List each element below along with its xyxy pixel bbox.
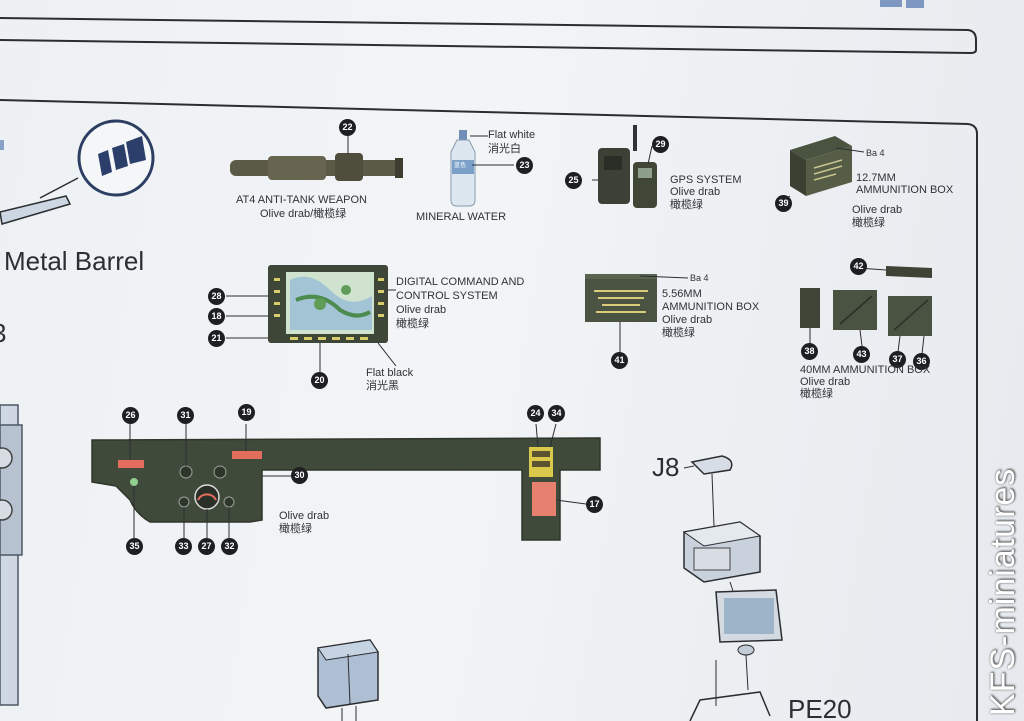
barrel-detail (0, 119, 155, 225)
part-number-27: 27 (198, 538, 215, 555)
part-number-41: 41 (611, 352, 628, 369)
ammo556-paint: Olive drab (662, 314, 713, 326)
dccs-label2: CONTROL SYSTEM (396, 290, 498, 302)
part-number-22: 22 (339, 119, 356, 136)
water-paint: Flat white (488, 129, 536, 141)
part-number-34: 34 (548, 405, 565, 422)
left-edge-parts (0, 140, 23, 706)
part-number-19: 19 (238, 404, 255, 421)
at4-weapon-drawing (230, 136, 403, 181)
part-number-35: 35 (126, 538, 143, 555)
ammo-box-127-drawing (783, 136, 865, 201)
part-number-24: 24 (527, 405, 544, 422)
top-frame (0, 0, 977, 55)
dccs-paint2-cn: 消光黑 (366, 380, 399, 392)
part-number-42: 42 (850, 258, 867, 275)
ammo127-paint-cn: 橄榄绿 (852, 217, 885, 229)
dccs-paint2: Flat black (366, 367, 414, 379)
part-number-25: 25 (565, 172, 582, 189)
part-number-18: 18 (208, 308, 225, 325)
dccs-screen-drawing (226, 265, 397, 372)
main-frame (0, 99, 978, 721)
part-number-29: 29 (652, 136, 669, 153)
pe20-label: PE20 (788, 694, 852, 721)
dashboard-paint-cn: 橄榄绿 (279, 523, 312, 535)
part-number-39: 39 (775, 195, 792, 212)
dashboard-drawing (91, 423, 601, 541)
gps-paint: Olive drab (670, 186, 721, 198)
bottom-box-drawing (317, 639, 379, 721)
at4-paint: Olive drab/橄榄绿 (260, 208, 347, 220)
part-number-37: 37 (889, 351, 906, 368)
ammo40-label: 40MM AMMUNITION BOX (800, 364, 931, 376)
ammo556-marking: Ba 4 (690, 273, 709, 283)
metal-barrel-label: Metal Barrel (4, 246, 145, 276)
part-number-38: 38 (801, 343, 818, 360)
water-bottle-text: 蓝色 (454, 163, 467, 169)
left-partial-number: 3 (0, 318, 6, 348)
ammo556-label: 5.56MM (662, 288, 702, 300)
part-number-32: 32 (221, 538, 238, 555)
dashboard-paint: Olive drab (279, 510, 330, 522)
at4-label: AT4 ANTI-TANK WEAPON (236, 194, 367, 206)
ammo127-marking: Ba 4 (866, 148, 885, 158)
dccs-label: DIGITAL COMMAND AND (396, 276, 525, 288)
water-label: MINERAL WATER (416, 211, 507, 223)
part-number-23: 23 (516, 157, 533, 174)
ammo127-paint: Olive drab (852, 204, 903, 216)
dccs-paint: Olive drab (396, 304, 447, 316)
gps-label: GPS SYSTEM (670, 174, 742, 186)
ammo-box-556-drawing (585, 274, 689, 352)
part-number-17: 17 (586, 496, 603, 513)
dccs-paint-cn: 橄榄绿 (396, 318, 429, 330)
ammo-box-40-drawing (800, 266, 932, 355)
part-number-31: 31 (177, 407, 194, 424)
part-number-43: 43 (853, 346, 870, 363)
part-number-28: 28 (208, 288, 225, 305)
gps-drawing (592, 125, 657, 208)
ammo556-label2: AMMUNITION BOX (662, 301, 760, 313)
water-paint-cn: 消光白 (488, 143, 521, 155)
ammo127-label2: AMMUNITION BOX (856, 184, 954, 196)
j8-hardware-drawing (682, 455, 783, 721)
part-number-20: 20 (311, 372, 328, 389)
j8-label: J8 (652, 452, 680, 482)
ammo40-paint-cn: 橄榄绿 (800, 388, 833, 400)
ammo127-label: 12.7MM (856, 172, 896, 184)
gps-paint-cn: 橄榄绿 (670, 199, 703, 211)
part-number-21: 21 (208, 330, 225, 347)
part-number-26: 26 (122, 407, 139, 424)
water-bottle-drawing (450, 130, 514, 207)
ammo40-paint: Olive drab (800, 376, 851, 388)
ammo556-paint-cn: 橄榄绿 (662, 327, 695, 339)
part-number-36: 36 (913, 353, 930, 370)
part-number-30: 30 (291, 467, 308, 484)
watermark: KFS-miniatures (984, 467, 1022, 716)
part-number-33: 33 (175, 538, 192, 555)
